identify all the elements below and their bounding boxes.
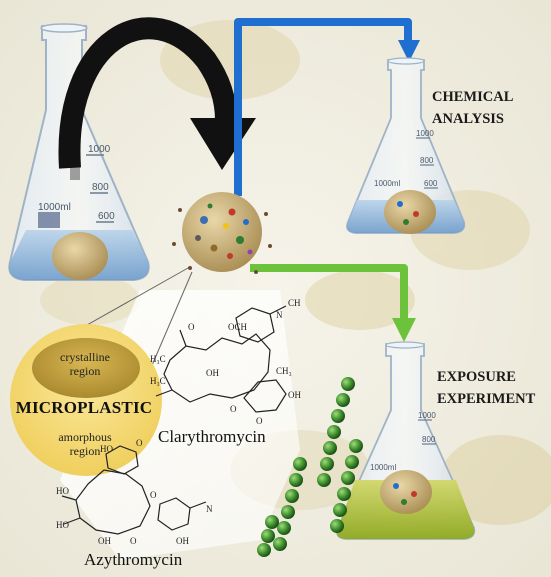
clarythromycin-label: Clarythromycin — [158, 427, 266, 446]
analysis-flask-mark-1000: 1000 — [416, 129, 434, 138]
crystalline-region-ellipse — [32, 338, 140, 398]
svg-text:O: O — [136, 438, 143, 448]
large-flask-mark-800: 800 — [92, 182, 109, 193]
blue-arrow-head — [398, 40, 420, 62]
analysis-flask-mark-800: 800 — [420, 156, 434, 165]
azythromycin-structure — [61, 445, 207, 535]
svg-text:O: O — [188, 322, 195, 332]
amorphous-line-1: amorphous — [58, 430, 112, 444]
svg-text:OCH: OCH — [228, 322, 248, 332]
clarythromycin-structure — [155, 305, 287, 413]
algae-cell-0-3 — [327, 425, 341, 439]
microplastic-title: MICROPLASTIC — [15, 398, 153, 417]
algae-cell-2-2 — [285, 489, 299, 503]
zoom-line-bottom — [149, 271, 193, 371]
svg-text:O: O — [230, 404, 237, 414]
svg-text:OH: OH — [98, 536, 111, 546]
algae-cell-1-4 — [333, 503, 347, 517]
svg-text:H₃C: H₃C — [150, 354, 166, 364]
algae-cell-3-2 — [257, 543, 271, 557]
algae-cell-1-3 — [337, 487, 351, 501]
chemical-analysis-line-2: ANALYSIS — [432, 111, 504, 127]
analysis-flask-mark-600: 600 — [424, 179, 438, 188]
algae-cell-0-1 — [336, 393, 350, 407]
svg-text:H₃C: H₃C — [150, 376, 166, 386]
blue-arrow — [234, 18, 412, 196]
svg-text:OH: OH — [288, 390, 301, 400]
black-arrow — [58, 17, 237, 169]
algae-cell-0-0 — [341, 377, 355, 391]
algae-cell-1-0 — [349, 439, 363, 453]
crystalline-line-2: region — [69, 364, 101, 378]
algae-cell-1-5 — [330, 519, 344, 533]
algae-cell-3-1 — [261, 529, 275, 543]
algae-cell-1-2 — [341, 471, 355, 485]
green-arrow — [250, 264, 408, 320]
algae-cell-2-0 — [293, 457, 307, 471]
svg-text:OH: OH — [206, 368, 219, 378]
amorphous-region-label: amorphous region — [30, 430, 140, 458]
svg-text:O: O — [256, 416, 263, 426]
algae-cell-3-0 — [265, 515, 279, 529]
large-flask-mark-600: 600 — [98, 211, 115, 222]
svg-text:CH₃: CH₃ — [276, 366, 292, 376]
svg-text:OH: OH — [176, 536, 189, 546]
azythromycin-atoms: HO O HO HO OH O N O OH — [56, 438, 213, 546]
algae-cell-2-4 — [277, 521, 291, 535]
algae-cell-0-5 — [320, 457, 334, 471]
large-flask-mark-1000: 1000 — [88, 144, 111, 155]
analysis-flask-volume: 1000ml — [374, 179, 400, 188]
amorphous-line-2: region — [69, 444, 101, 458]
analysis-flask — [346, 57, 466, 234]
algae-chains — [257, 377, 363, 557]
algae-cell-0-2 — [331, 409, 345, 423]
chemical-analysis-line-1: CHEMICAL — [432, 89, 514, 105]
exposure-flask-volume: 1000ml — [370, 463, 396, 472]
exposure-flask-mark-1000: 1000 — [418, 411, 436, 420]
svg-text:O: O — [150, 490, 157, 500]
algae-cell-2-5 — [273, 537, 287, 551]
svg-text:N: N — [276, 310, 283, 320]
svg-text:HO: HO — [56, 486, 69, 496]
crystalline-line-1: crystalline — [60, 350, 110, 364]
algae-cell-1-1 — [345, 455, 359, 469]
green-arrow-head — [392, 318, 416, 342]
crystalline-region-label: crystalline region — [30, 350, 140, 378]
chemical-analysis-label: CHEMICAL ANALYSIS — [432, 86, 513, 130]
algae-cell-2-1 — [289, 473, 303, 487]
exposure-flask — [336, 341, 476, 540]
clarythromycin-atoms: O OCH N CH H₃C H₃C OH OH O O CH₃ — [150, 298, 301, 426]
algae-cell-0-4 — [323, 441, 337, 455]
svg-text:N: N — [206, 504, 213, 514]
svg-text:HO: HO — [100, 444, 113, 454]
svg-text:HO: HO — [56, 520, 69, 530]
svg-text:CH: CH — [288, 298, 301, 308]
exposure-flask-mark-800: 800 — [422, 435, 436, 444]
algae-cell-2-3 — [281, 505, 295, 519]
exposure-experiment-line-2: EXPERIMENT — [437, 391, 536, 407]
azythromycin-label: Azythromycin — [84, 550, 183, 569]
exposure-experiment-label: EXPOSURE EXPERIMENT — [437, 366, 535, 410]
exposure-experiment-line-1: EXPOSURE — [437, 369, 516, 385]
microplastic-cluster — [172, 192, 272, 274]
algae-cell-0-6 — [317, 473, 331, 487]
svg-text:O: O — [130, 536, 137, 546]
large-flask-volume: 1000ml — [38, 202, 71, 213]
